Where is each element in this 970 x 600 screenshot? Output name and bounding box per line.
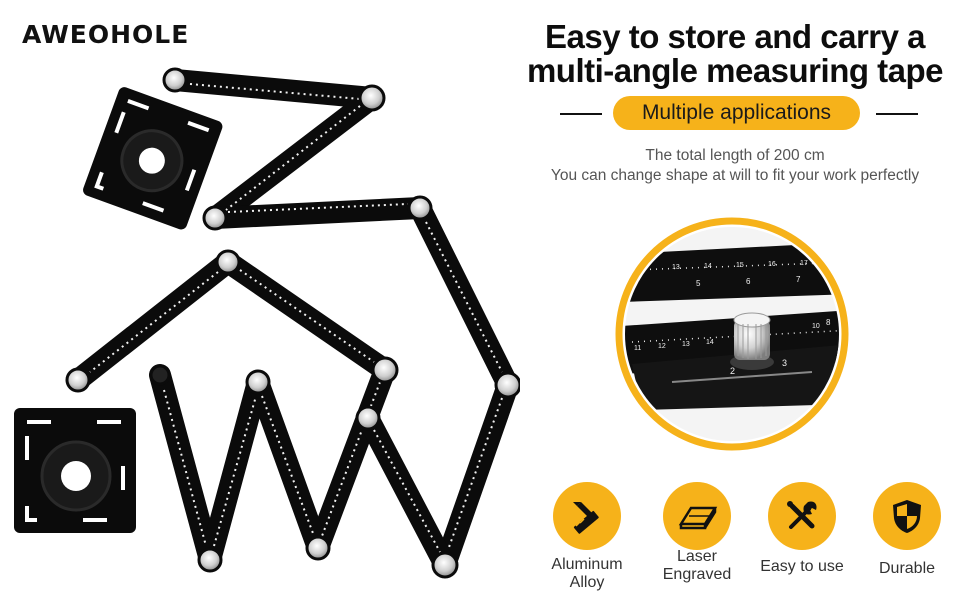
zoom-ruler-number: 10: [812, 323, 820, 330]
zoom-ruler-number: 13: [672, 264, 680, 271]
feature-durable: Durable: [852, 482, 962, 578]
description-line-1: The total length of 200 cm: [645, 147, 825, 164]
zoom-ruler-number: 7: [796, 275, 801, 284]
product-illustration: [14, 67, 520, 579]
zoom-ruler-number: 8: [826, 318, 831, 327]
ruler-arm: [307, 359, 396, 559]
zoom-ruler-number: 17: [800, 260, 808, 267]
ruler-arm: [67, 251, 239, 391]
ruler-arm: [409, 197, 519, 396]
ruler-arm: [199, 371, 269, 571]
description-line-2: You can change shape at will to fit your…: [550, 167, 920, 184]
ruler-arm: [357, 407, 456, 576]
tools-icon: [768, 482, 836, 550]
ruler-arm: [164, 69, 383, 109]
badge-rule-right: [876, 113, 918, 115]
zoom-ruler-number: 5: [696, 279, 701, 288]
zoom-ruler-number: 14: [704, 263, 712, 270]
description: The total length of 200 cm You can chang…: [505, 146, 965, 186]
shield-icon: [873, 482, 941, 550]
zoom-ruler-number: 14: [706, 339, 714, 346]
headline-line-2: multi-angle measuring tape: [526, 52, 944, 89]
zoom-ruler-number: 6: [746, 277, 751, 286]
feature-label: Aluminum Alloy: [551, 556, 623, 591]
laser-plate-icon: [663, 482, 731, 550]
feature-label: Durable: [878, 560, 936, 577]
feature-label: Easy to use: [760, 558, 844, 575]
zoom-ruler-number: 13: [682, 341, 690, 348]
feature-aluminum-alloy: Aluminum Alloy: [532, 482, 642, 592]
brand-logo: AWEOHOLE: [22, 20, 190, 49]
zoom-ruler-number: 16: [768, 261, 776, 268]
zoom-ruler-number: 18: [832, 259, 840, 266]
badge-rule-left: [560, 113, 602, 115]
applications-badge: Multiple applications: [613, 96, 860, 130]
zoom-ruler-number: 15: [736, 262, 744, 269]
locator-block-top: [83, 87, 223, 230]
zoom-ruler-number: 11: [634, 345, 641, 352]
ruler-arm: [204, 197, 431, 229]
pencil-ruler-icon: [553, 482, 621, 550]
headline-line-1: Easy to store and carry a: [544, 18, 926, 55]
locator-block-bottom: [14, 408, 136, 533]
feature-laser-engraved: Laser Engraved: [642, 482, 752, 584]
feature-easy-to-use: Easy to use: [747, 482, 857, 576]
ruler-arm: [434, 374, 519, 576]
feature-label: Laser Engraved: [662, 548, 732, 583]
zoom-detail-image: 13 14 15 16 17 18 5 6 7 8 11 12 13 14 2 …: [615, 217, 849, 451]
zoom-ruler-number: 3: [782, 358, 787, 368]
zoom-ruler-number: 12: [658, 343, 666, 350]
zoom-ruler-number: 2: [730, 366, 735, 376]
zoom-detail: 13 14 15 16 17 18 5 6 7 8 11 12 13 14 2 …: [612, 214, 852, 459]
pivot-knobs: [65, 67, 520, 579]
headline: Easy to store and carry a multi-angle me…: [510, 20, 960, 88]
ruler-arm: [217, 251, 396, 381]
